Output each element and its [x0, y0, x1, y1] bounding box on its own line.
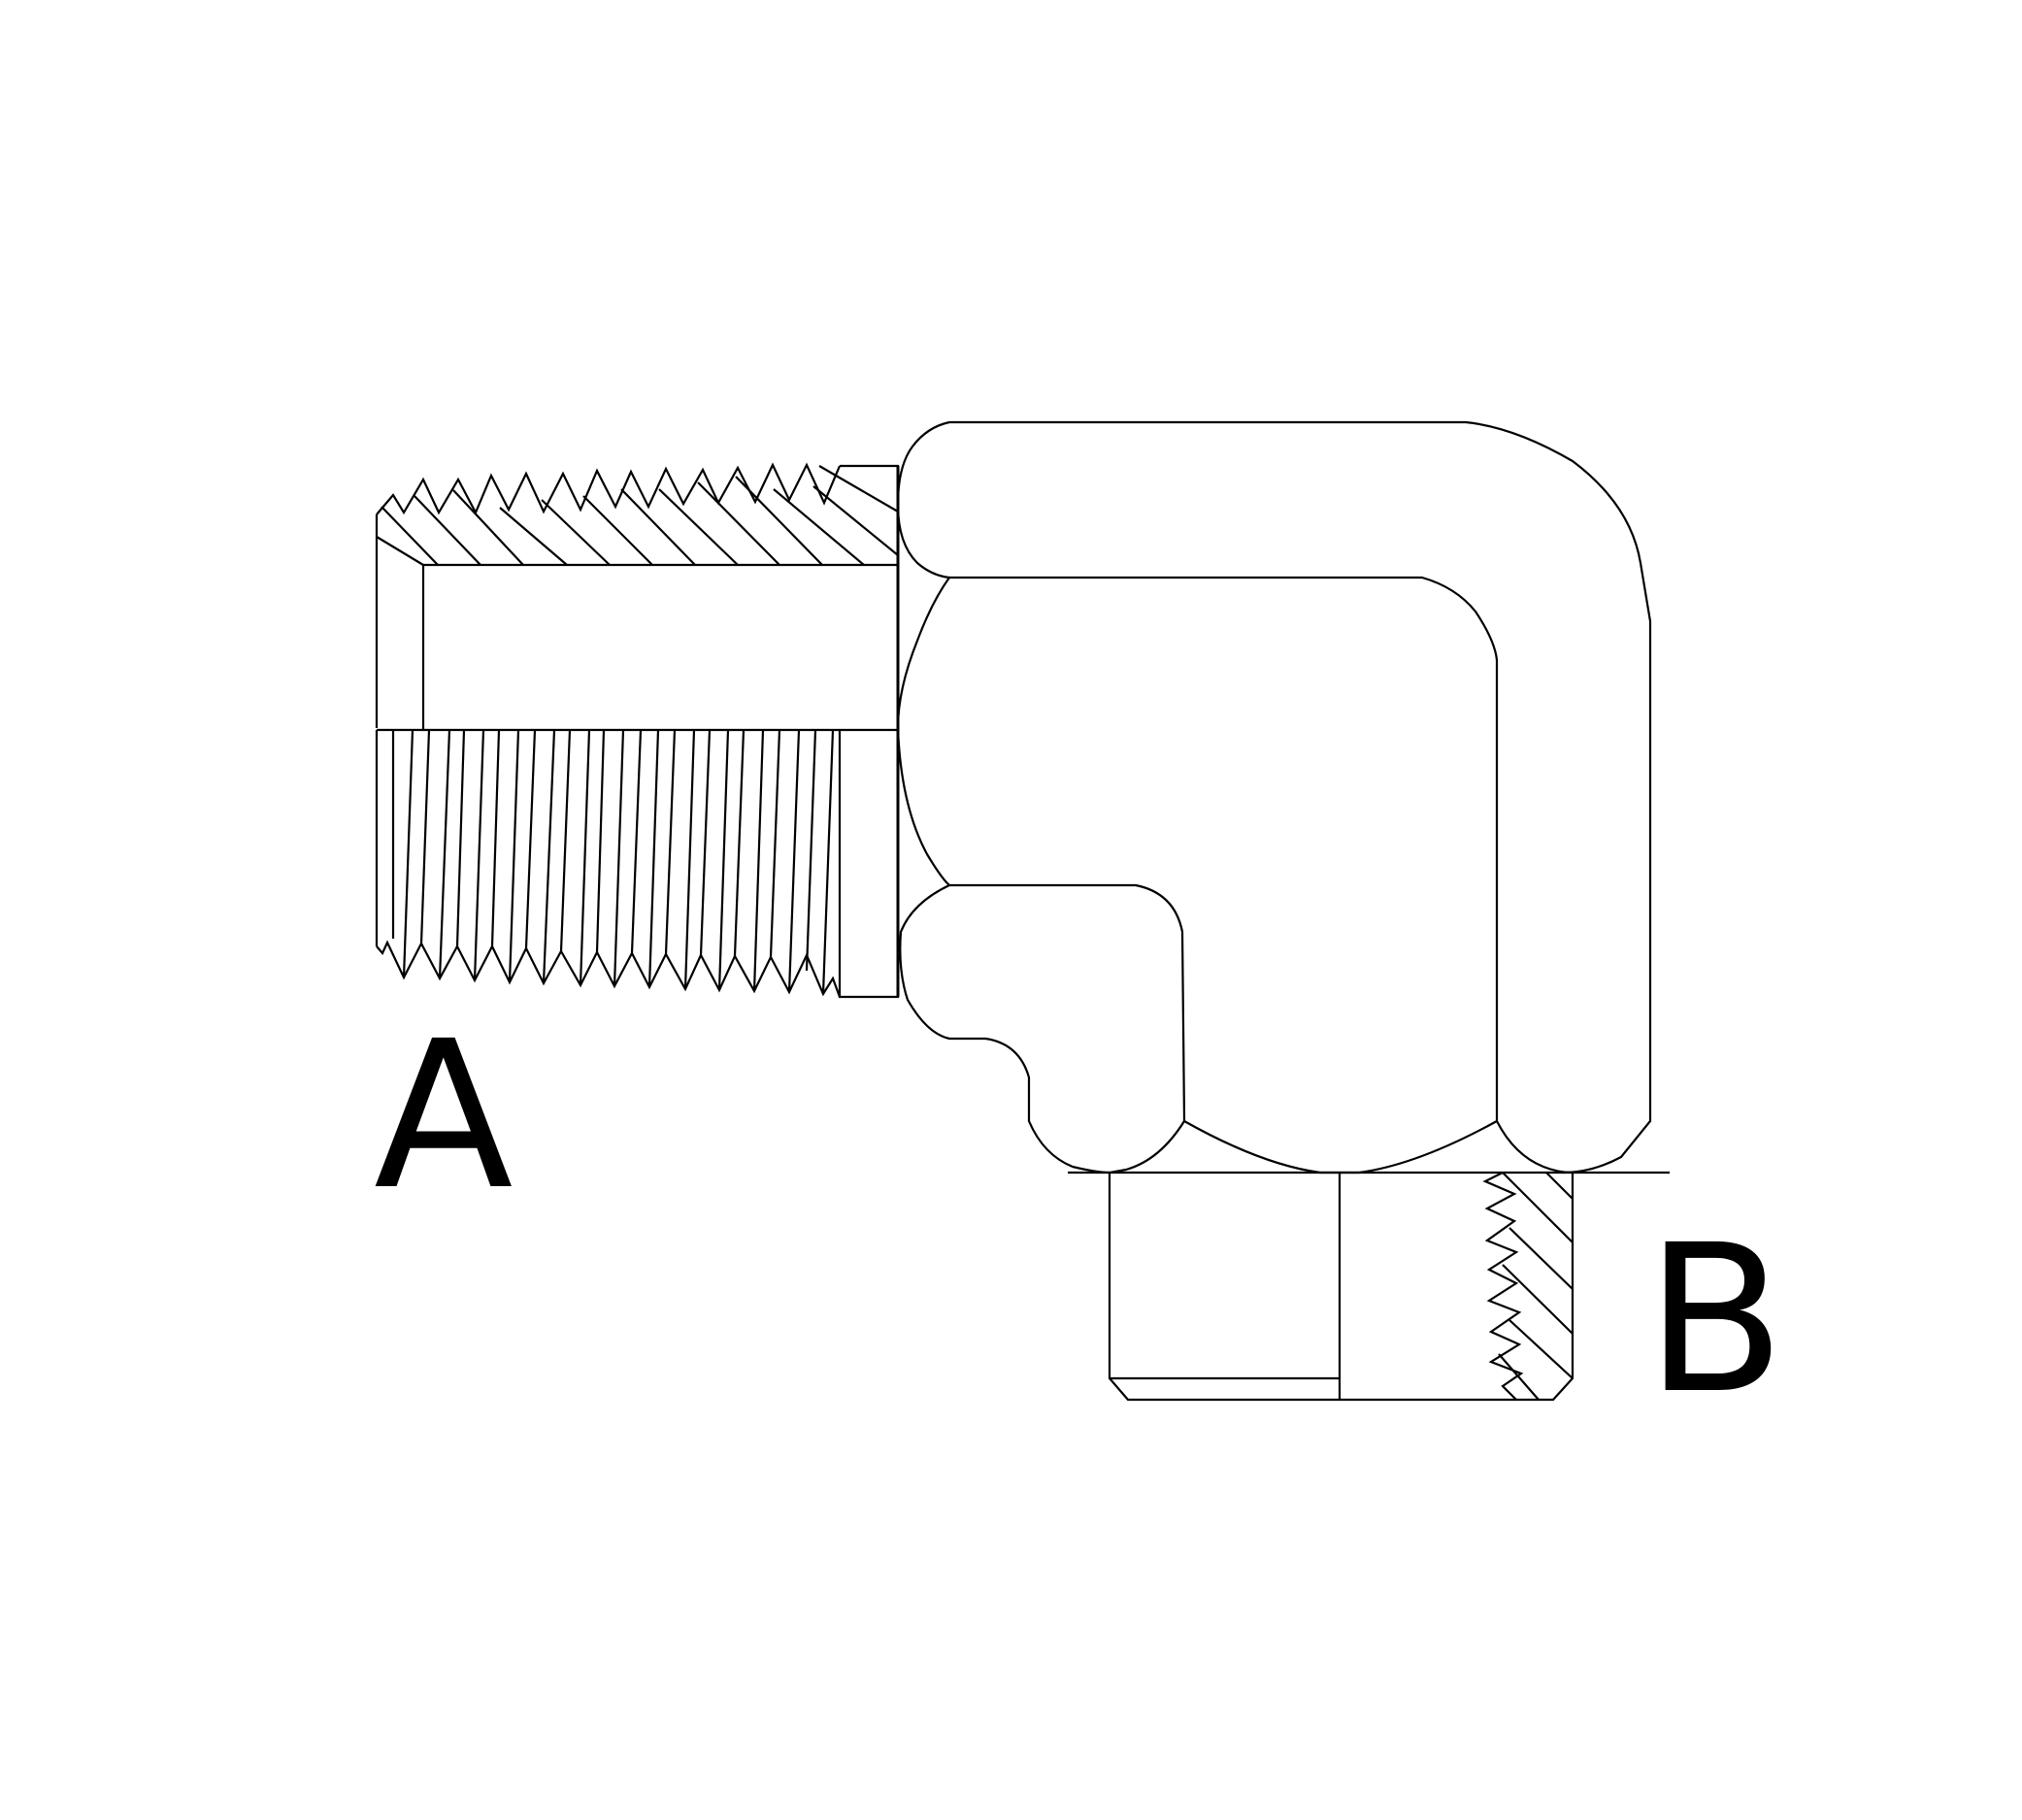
- port-b-female-thread: [1068, 1171, 1670, 1402]
- elbow-body: [896, 420, 1652, 1175]
- port-a-male-thread: [375, 462, 900, 999]
- top-thread-hatching: [381, 465, 899, 566]
- bottom-thread-lines: [375, 729, 835, 995]
- port-a-label: A: [374, 997, 514, 1235]
- port-b-label: B: [1645, 1201, 1786, 1439]
